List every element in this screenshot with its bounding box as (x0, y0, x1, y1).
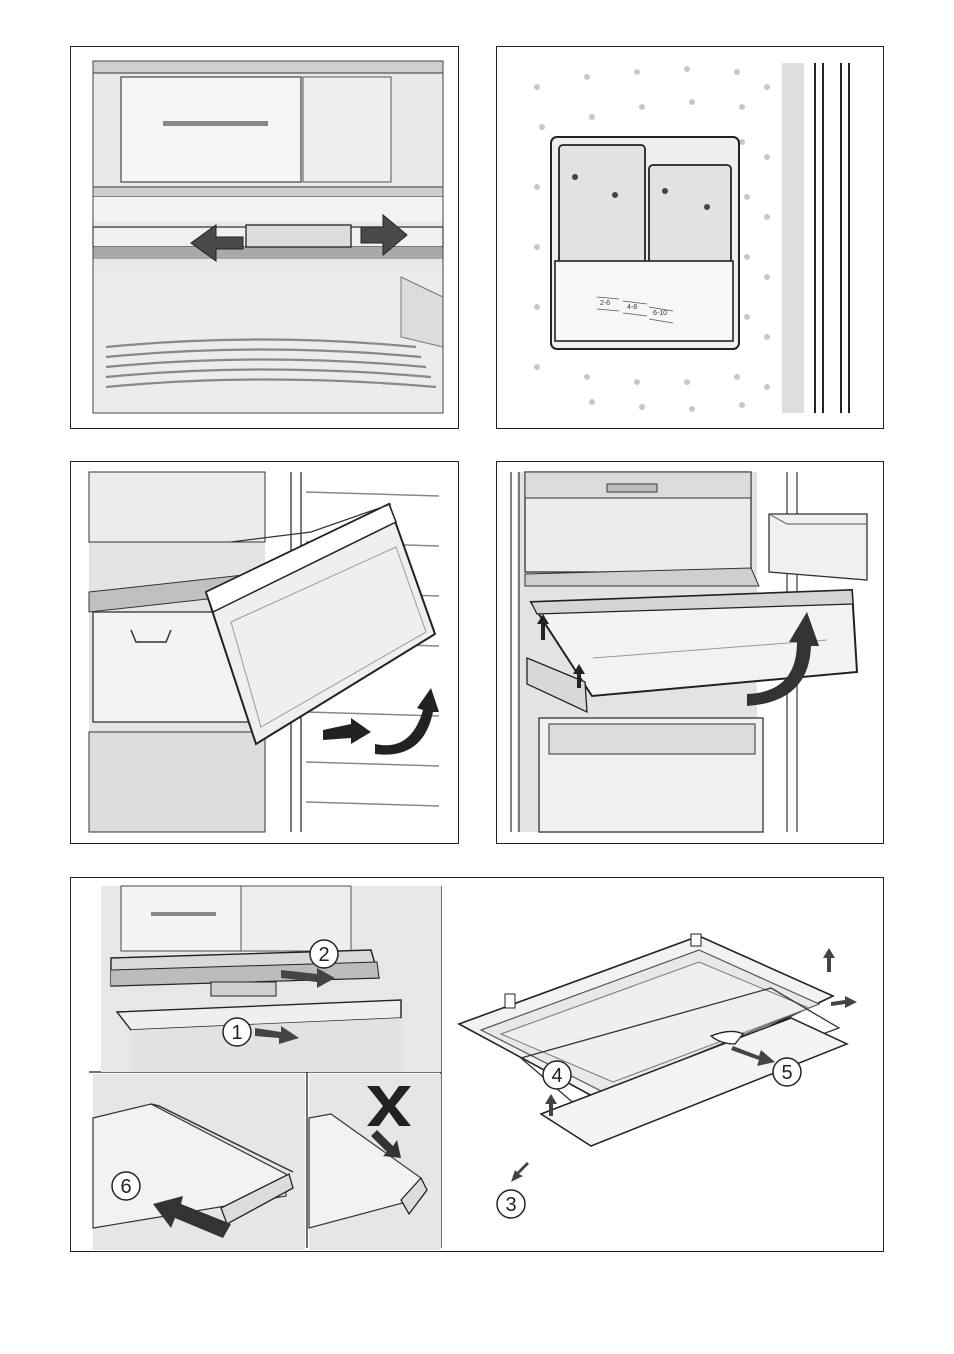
step-number-1: 1 (231, 1022, 242, 1044)
step-number-5: 5 (781, 1062, 792, 1084)
illustration-shelf-assembly: 1 2 6 4 5 (70, 877, 884, 1252)
arrow-step3-icon (511, 1162, 529, 1182)
arrow-slide-out-icon (323, 718, 371, 744)
illustration-temperature-control: 2-6 4-8 6-10 (496, 46, 884, 429)
arrow-up-right-icon (823, 948, 835, 972)
illustration-drawer-removal (70, 461, 459, 844)
control-label-3: 6-10 (653, 310, 667, 317)
step-number-4: 4 (551, 1065, 562, 1087)
illustration-drawer-lift (496, 461, 884, 844)
control-label-1: 2-6 (600, 300, 610, 307)
step-number-2: 2 (318, 944, 329, 966)
step-number-3: 3 (505, 1194, 516, 1216)
step-number-6: 6 (120, 1176, 131, 1198)
arrow-right-small-icon (831, 996, 857, 1008)
arrow-lift-up-icon (375, 688, 439, 755)
control-label-2: 4-8 (627, 304, 637, 311)
illustration-shelf-slider (70, 46, 459, 429)
